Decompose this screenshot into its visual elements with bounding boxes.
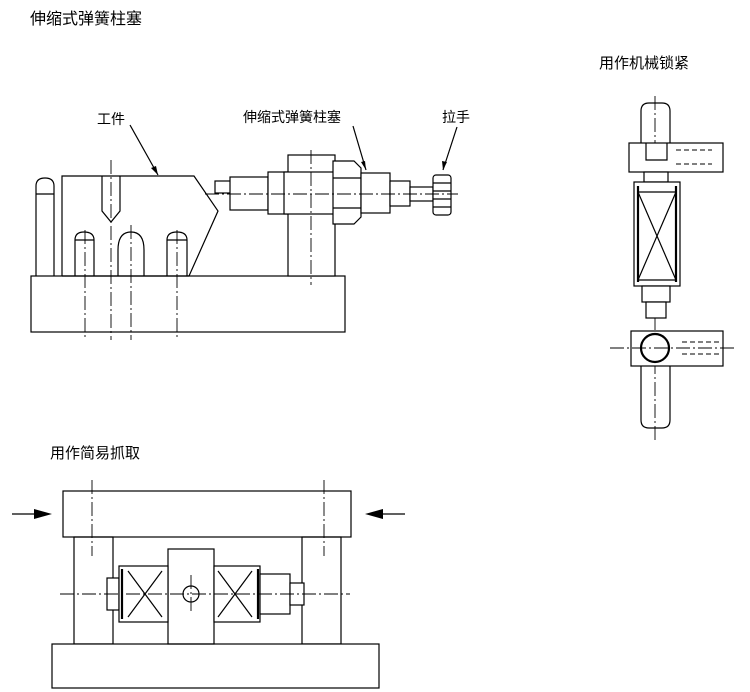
handle-knob <box>432 174 452 216</box>
handle-label: 拉手 <box>442 110 470 126</box>
top-plate <box>62 490 352 538</box>
center-block <box>167 548 215 645</box>
support-pin-1 <box>74 231 95 276</box>
mechanical-lock-assembly <box>610 96 735 440</box>
simple-grip-title: 用作简易抓取 <box>50 444 140 462</box>
plunger-label: 伸缩式弹簧柱塞 <box>243 109 341 126</box>
top-clamp-bar <box>628 142 724 173</box>
workpiece-label: 工件 <box>97 112 125 128</box>
locating-pin <box>35 177 55 276</box>
lock-nut <box>332 160 362 225</box>
bottom-base-plate <box>51 643 380 689</box>
workpiece-leader <box>129 124 159 176</box>
mechanical-lock-title: 用作机械锁紧 <box>599 54 689 72</box>
bottom-clamp-bar <box>630 330 724 367</box>
workpiece <box>61 175 219 277</box>
simple-grip-assembly <box>12 480 405 689</box>
main-title: 伸缩式弹簧柱塞 <box>30 9 142 28</box>
plunger-sleeve <box>229 176 269 211</box>
plunger-rear-body <box>360 172 391 214</box>
base-plate <box>30 275 346 333</box>
top-assembly <box>30 124 458 340</box>
right-side-plate <box>301 536 342 645</box>
plunger-tip <box>214 180 232 194</box>
